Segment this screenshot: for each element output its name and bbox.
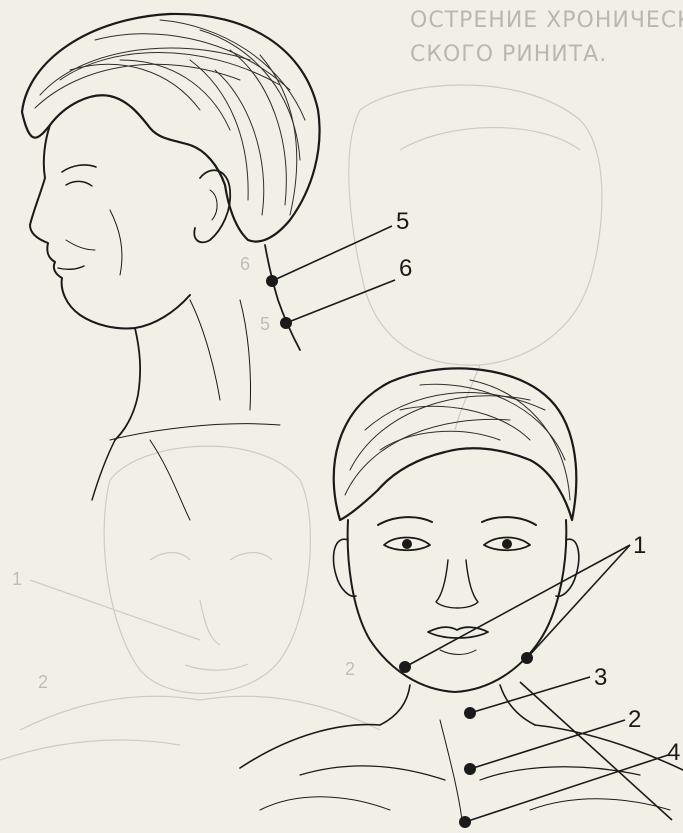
leader-line-4b bbox=[520, 682, 672, 820]
ghost-numbers: 1 2 2 5 6 bbox=[12, 254, 355, 692]
profile-ear bbox=[194, 170, 230, 242]
point-5-dot bbox=[266, 275, 278, 287]
point-2-dot bbox=[464, 763, 476, 775]
ghost-label-2: 2 bbox=[38, 672, 48, 692]
leader-line-6 bbox=[286, 280, 395, 323]
point-4-dot bbox=[459, 816, 471, 828]
leader-line-1a bbox=[405, 545, 630, 667]
ghost-figures bbox=[0, 85, 602, 760]
ghost-label-3: 2 bbox=[345, 659, 355, 679]
point-1-right-dot bbox=[521, 652, 533, 664]
profile-neck-back bbox=[265, 245, 300, 350]
label-2: 2 bbox=[628, 706, 641, 733]
leader-line-3 bbox=[470, 677, 590, 713]
profile-head bbox=[22, 14, 320, 520]
front-head bbox=[240, 368, 683, 820]
label-1: 1 bbox=[633, 532, 646, 559]
ghost-label-5: 5 bbox=[260, 314, 270, 334]
point-1-left-dot bbox=[399, 661, 411, 673]
ghost-label-6: 6 bbox=[240, 254, 250, 274]
leader-line-5 bbox=[272, 226, 392, 281]
leader-lines bbox=[272, 226, 672, 822]
point-labels: 5 6 1 3 2 4 bbox=[396, 208, 680, 766]
front-hair bbox=[334, 368, 577, 520]
label-5: 5 bbox=[396, 208, 409, 235]
ghost-label-1: 1 bbox=[12, 569, 22, 589]
profile-face bbox=[30, 125, 190, 328]
front-face-outline bbox=[348, 520, 567, 692]
front-shoulders bbox=[240, 725, 380, 768]
label-3: 3 bbox=[594, 664, 607, 691]
point-3-dot bbox=[464, 707, 476, 719]
profile-shoulder bbox=[92, 440, 115, 500]
acupoint-dots bbox=[266, 275, 533, 828]
profile-neck-front bbox=[115, 328, 140, 440]
label-6: 6 bbox=[399, 255, 412, 282]
label-4: 4 bbox=[667, 739, 680, 766]
point-6-dot bbox=[280, 317, 292, 329]
front-mouth bbox=[428, 627, 488, 638]
